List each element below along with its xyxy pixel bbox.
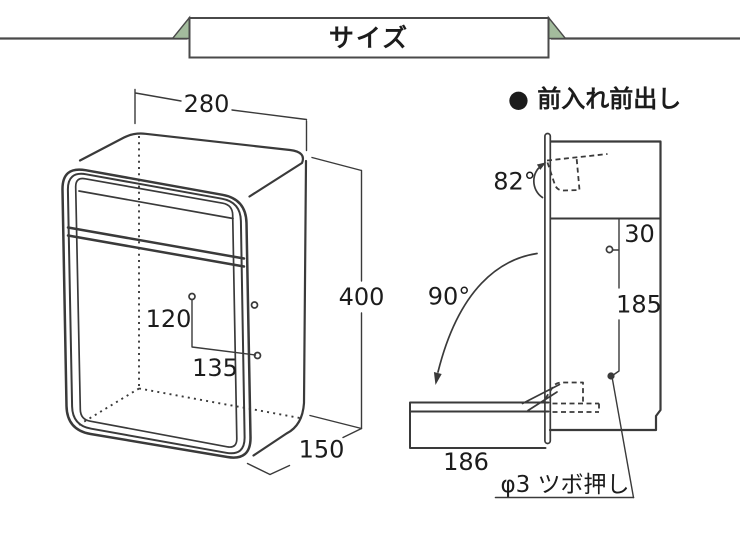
mail-flap-top-line xyxy=(78,190,234,220)
arc-82-arrowhead-icon xyxy=(536,162,547,170)
arc-90 xyxy=(437,252,538,373)
open-door-tray xyxy=(409,401,550,449)
dim-hole-horizontal-label: 135 xyxy=(192,354,238,382)
tray-flap-arms xyxy=(521,383,561,412)
back-hole-upper xyxy=(605,245,614,254)
dim-width-label: 280 xyxy=(184,90,230,118)
box-side-face xyxy=(252,159,308,457)
tray-flap-hidden-edge xyxy=(552,402,600,413)
box-front-frame xyxy=(66,172,246,455)
dim-depth: 150 xyxy=(246,427,363,476)
slot-rail-upper xyxy=(66,226,246,260)
ribbon-fold-left-icon xyxy=(171,15,191,40)
closed-door-panel xyxy=(544,132,552,445)
dim-top-offset-label: 30 xyxy=(624,220,655,248)
side-box-outline xyxy=(548,140,662,432)
flap-open-body xyxy=(546,156,581,192)
box-front-panel xyxy=(74,177,238,448)
dim-height: 400 xyxy=(309,156,385,430)
dim-width-lines xyxy=(134,88,308,152)
back-hole-lower xyxy=(607,372,615,380)
box-front-face-outer xyxy=(61,168,252,459)
arc-90-arrowhead-icon xyxy=(433,372,442,385)
mount-hole-top-left xyxy=(188,292,196,301)
page-title: サイズ xyxy=(329,24,409,53)
dim-height-lines xyxy=(309,156,363,430)
box-top-face xyxy=(78,132,305,198)
hole-note: φ3 ツボ押し xyxy=(494,378,635,499)
dim-depth-label: 150 xyxy=(299,436,345,464)
dim-depth-lines xyxy=(246,427,363,476)
header-ribbon: サイズ xyxy=(0,15,740,59)
flap-open-edge xyxy=(546,153,608,162)
right-side-view: ● 前入れ前出し 82° 90° 30 185 186 xyxy=(409,85,681,499)
dim-height-label: 400 xyxy=(339,283,385,311)
angle-flap-label: 82° xyxy=(493,168,536,196)
angle-door-label: 90° xyxy=(428,283,471,311)
dim-back-holes-lines xyxy=(611,217,620,377)
slot-rail-lower xyxy=(66,234,246,268)
hole-note-leader xyxy=(611,378,635,499)
mount-hole-top-right xyxy=(250,301,259,309)
dim-back-holes: 30 185 xyxy=(611,217,662,377)
dim-width: 280 xyxy=(134,88,308,152)
dim-hole-spacing-label: 185 xyxy=(616,291,662,319)
dim-hole-vertical-label: 120 xyxy=(146,305,192,333)
hidden-edge-bottom-back xyxy=(138,387,301,419)
dim-hole-lines xyxy=(191,299,257,356)
dim-hole-spacing: 120 135 xyxy=(146,299,257,382)
ribbon-banner-box xyxy=(188,17,550,59)
left-perspective-view: 280 400 150 120 135 xyxy=(61,88,385,476)
hidden-edge-bottom-left xyxy=(74,387,140,429)
ribbon-fold-right-icon xyxy=(547,15,567,40)
side-view-title: ● 前入れ前出し xyxy=(508,85,681,113)
hole-note-label: φ3 ツボ押し xyxy=(500,472,629,498)
dim-tray-label: 186 xyxy=(443,448,489,476)
tray-flap-hidden-hook xyxy=(544,381,584,403)
